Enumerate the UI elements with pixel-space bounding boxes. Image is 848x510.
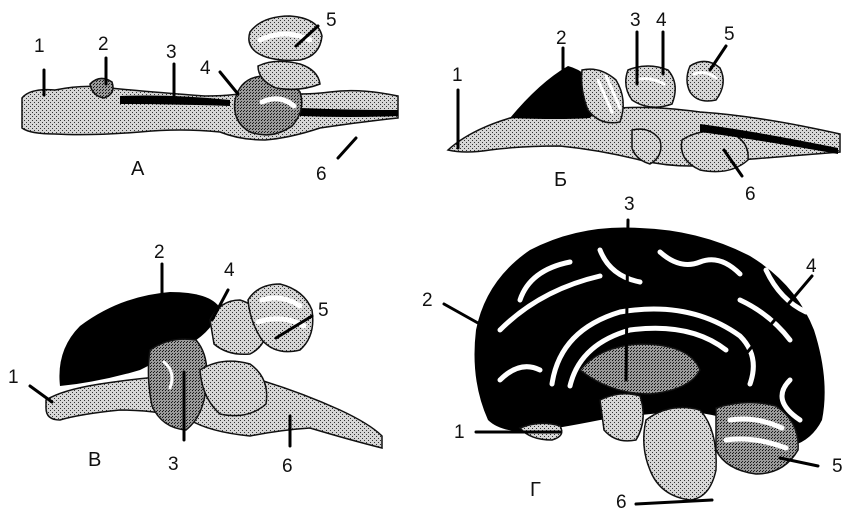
panel-g-brain-drawing (475, 227, 825, 500)
panel-b-label-6: 6 (745, 184, 756, 205)
panel-v-brain-drawing (46, 284, 382, 448)
panel-b-label-3: 3 (630, 10, 641, 31)
panel-a-label-3: 3 (166, 42, 177, 63)
panel-g-label-1: 1 (454, 422, 465, 443)
panel-g-label-2: 2 (422, 290, 433, 311)
panel-a: 1 2 3 4 5 6 А (22, 10, 398, 185)
panel-a-label-1: 1 (34, 36, 45, 57)
panel-a-label-6: 6 (316, 164, 327, 185)
panel-v-label-2: 2 (154, 242, 165, 263)
panel-g-label-5: 5 (832, 456, 843, 477)
panel-b-caption: Б (554, 169, 567, 191)
panel-b: 1 2 3 4 5 6 Б (448, 10, 840, 205)
panel-a-label-5: 5 (326, 10, 337, 31)
panel-v-label-3: 3 (168, 454, 179, 475)
panel-b-brain-drawing (448, 61, 840, 171)
panel-v-label-6: 6 (282, 456, 293, 477)
panel-g: 1 2 3 4 5 6 Г (422, 194, 843, 510)
panel-b-label-5: 5 (724, 24, 735, 45)
panel-v-label-4: 4 (224, 260, 235, 281)
panel-a-label-4: 4 (200, 58, 211, 79)
panel-a-caption: А (131, 158, 145, 180)
panel-v-label-1: 1 (8, 367, 19, 388)
panel-g-label-6: 6 (616, 492, 627, 510)
panel-g-label-3: 3 (624, 194, 635, 215)
panel-a-label-2: 2 (98, 34, 109, 55)
panel-b-label-4: 4 (656, 10, 667, 31)
panel-b-label-1: 1 (452, 65, 463, 86)
panel-v-caption: В (88, 449, 101, 471)
panel-b-label-2: 2 (556, 28, 567, 49)
panel-v: 1 2 3 4 5 6 В (8, 242, 382, 477)
panel-g-label-4: 4 (806, 256, 817, 277)
panel-v-label-5: 5 (318, 300, 329, 321)
panel-g-caption: Г (530, 479, 541, 501)
